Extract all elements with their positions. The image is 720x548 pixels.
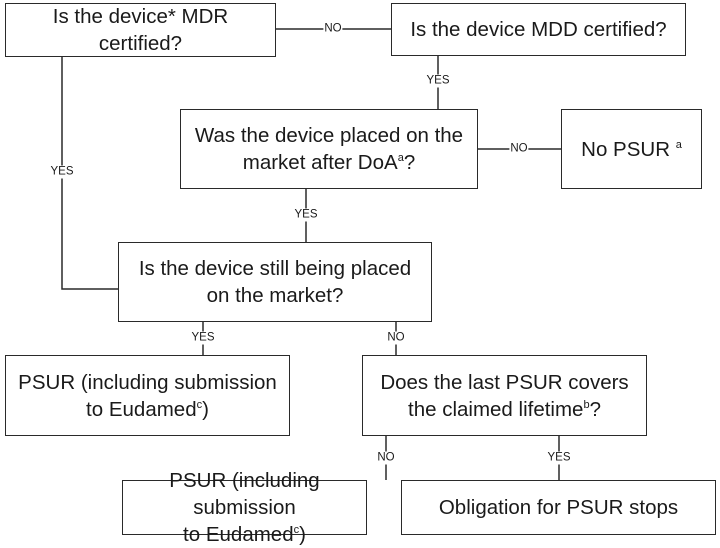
- node-last-psur-lifetime: Does the last PSUR covers the claimed li…: [362, 355, 647, 436]
- node-text-line: ?: [403, 151, 416, 174]
- node-mdd-certified: Is the device MDD certified?: [391, 3, 686, 56]
- edge-label-no: NO: [376, 451, 396, 465]
- node-text: Obligation for PSUR stops: [438, 496, 679, 519]
- edge-label-no: NO: [323, 22, 343, 36]
- node-text-line: ?: [589, 397, 601, 421]
- edge-mdr-to-still-placed: [61, 56, 118, 290]
- node-text-line: PSUR (including submission: [169, 469, 320, 519]
- edge-label-yes: YES: [190, 331, 216, 345]
- node-text-line: Does the last PSUR covers: [380, 370, 629, 394]
- node-text: No PSUR: [581, 137, 676, 161]
- footnote-marker: c: [293, 524, 300, 536]
- footnote-marker: a: [397, 152, 404, 164]
- edge-label-yes: YES: [49, 165, 75, 179]
- node-text-line: market after DoA: [242, 151, 398, 174]
- node-text-line: Is the device* MDR: [52, 5, 229, 28]
- edge-label-no: NO: [386, 331, 406, 345]
- node-mdr-certified: Is the device* MDR certified?: [5, 3, 276, 57]
- node-text-line: Was the device placed on the: [194, 124, 464, 147]
- node-placed-after-doa: Was the device placed on the market afte…: [180, 109, 478, 189]
- edge-label-yes: YES: [293, 208, 319, 222]
- node-text: Is the device MDD certified?: [410, 18, 667, 41]
- node-text-line: ): [202, 397, 209, 421]
- node-text-line: PSUR (including submission: [18, 370, 277, 394]
- node-text-line: on the market?: [206, 284, 344, 307]
- node-text-line: Is the device still being placed: [138, 257, 412, 280]
- node-text-line: ): [299, 523, 306, 546]
- node-obligation-stops: Obligation for PSUR stops: [401, 480, 716, 535]
- node-text-line: certified?: [98, 32, 183, 55]
- node-still-placed: Is the device still being placed on the …: [118, 242, 432, 322]
- footnote-marker: b: [583, 398, 590, 411]
- edge-label-yes: YES: [425, 74, 451, 88]
- footnote-marker: a: [675, 138, 682, 151]
- edge-label-yes: YES: [546, 451, 572, 465]
- edge-label-no: NO: [509, 142, 529, 156]
- node-text-line: to Eudamed: [86, 397, 197, 421]
- footnote-marker: c: [196, 398, 203, 411]
- node-psur-submission-bottom: PSUR (including submission to Eudamedc): [122, 469, 367, 546]
- node-no-psur: No PSUR a: [561, 109, 702, 189]
- node-psur-submission-left: PSUR (including submission to Eudamedc): [5, 355, 290, 436]
- node-text-line: the claimed lifetime: [408, 397, 584, 421]
- node-text-line: to Eudamed: [183, 523, 294, 546]
